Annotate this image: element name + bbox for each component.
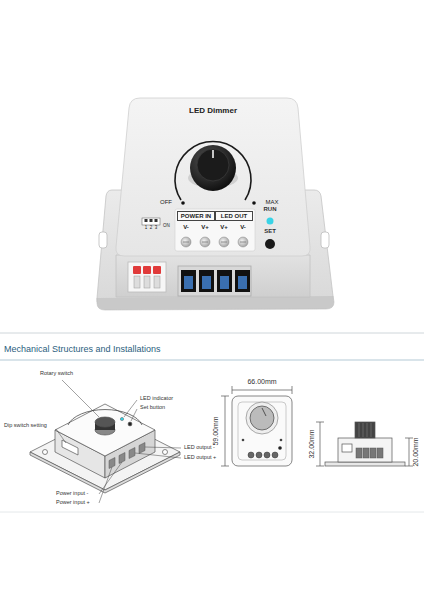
rule (0, 512, 424, 513)
callout-label: Dip switch setting (4, 422, 47, 428)
leader-lines (56, 380, 181, 503)
callout-label: Rotary switch (40, 370, 73, 376)
box-label: LED OUT (221, 213, 247, 219)
terminal-label: V- (240, 224, 246, 231)
side-view (316, 422, 413, 466)
callout-label: LED output - (184, 444, 215, 450)
button-label: SET (264, 228, 276, 235)
scale-mark: MAX (265, 199, 278, 206)
product-render (97, 98, 334, 310)
product-name: LED Dimmer (189, 107, 237, 116)
callout-label: Set button (140, 404, 165, 410)
scale-mark: OFF (160, 199, 172, 206)
section-heading: Mechanical Structures and Installations (4, 344, 161, 354)
dimension: 59.00mm (212, 416, 220, 445)
front-view (221, 386, 292, 466)
box-label: POWER IN (181, 213, 211, 219)
terminal-label: V+ (220, 224, 228, 231)
dip-number: 1 (145, 226, 148, 231)
terminal-group-box: POWER IN (177, 211, 215, 221)
indicator-label: RUN (264, 206, 277, 213)
callout-label: LED output + (184, 454, 216, 460)
terminal-group-box: LED OUT (215, 211, 253, 221)
callout-label: LED indicator (140, 395, 173, 401)
rule (0, 333, 424, 334)
dimension: 20.00mm (412, 437, 420, 466)
dip-number: 3 (155, 226, 158, 231)
dimension: 32.00mm (308, 429, 316, 458)
dip-on-label: ON (163, 224, 170, 229)
callout-label: Power input + (56, 499, 90, 505)
terminal-label: V+ (201, 224, 209, 231)
callout-label: Power input - (56, 490, 88, 496)
rule (0, 360, 424, 361)
dimension: 66.00mm (247, 378, 276, 386)
isometric-view (30, 404, 180, 493)
dip-number: 2 (150, 226, 153, 231)
terminal-label: V- (183, 224, 189, 231)
